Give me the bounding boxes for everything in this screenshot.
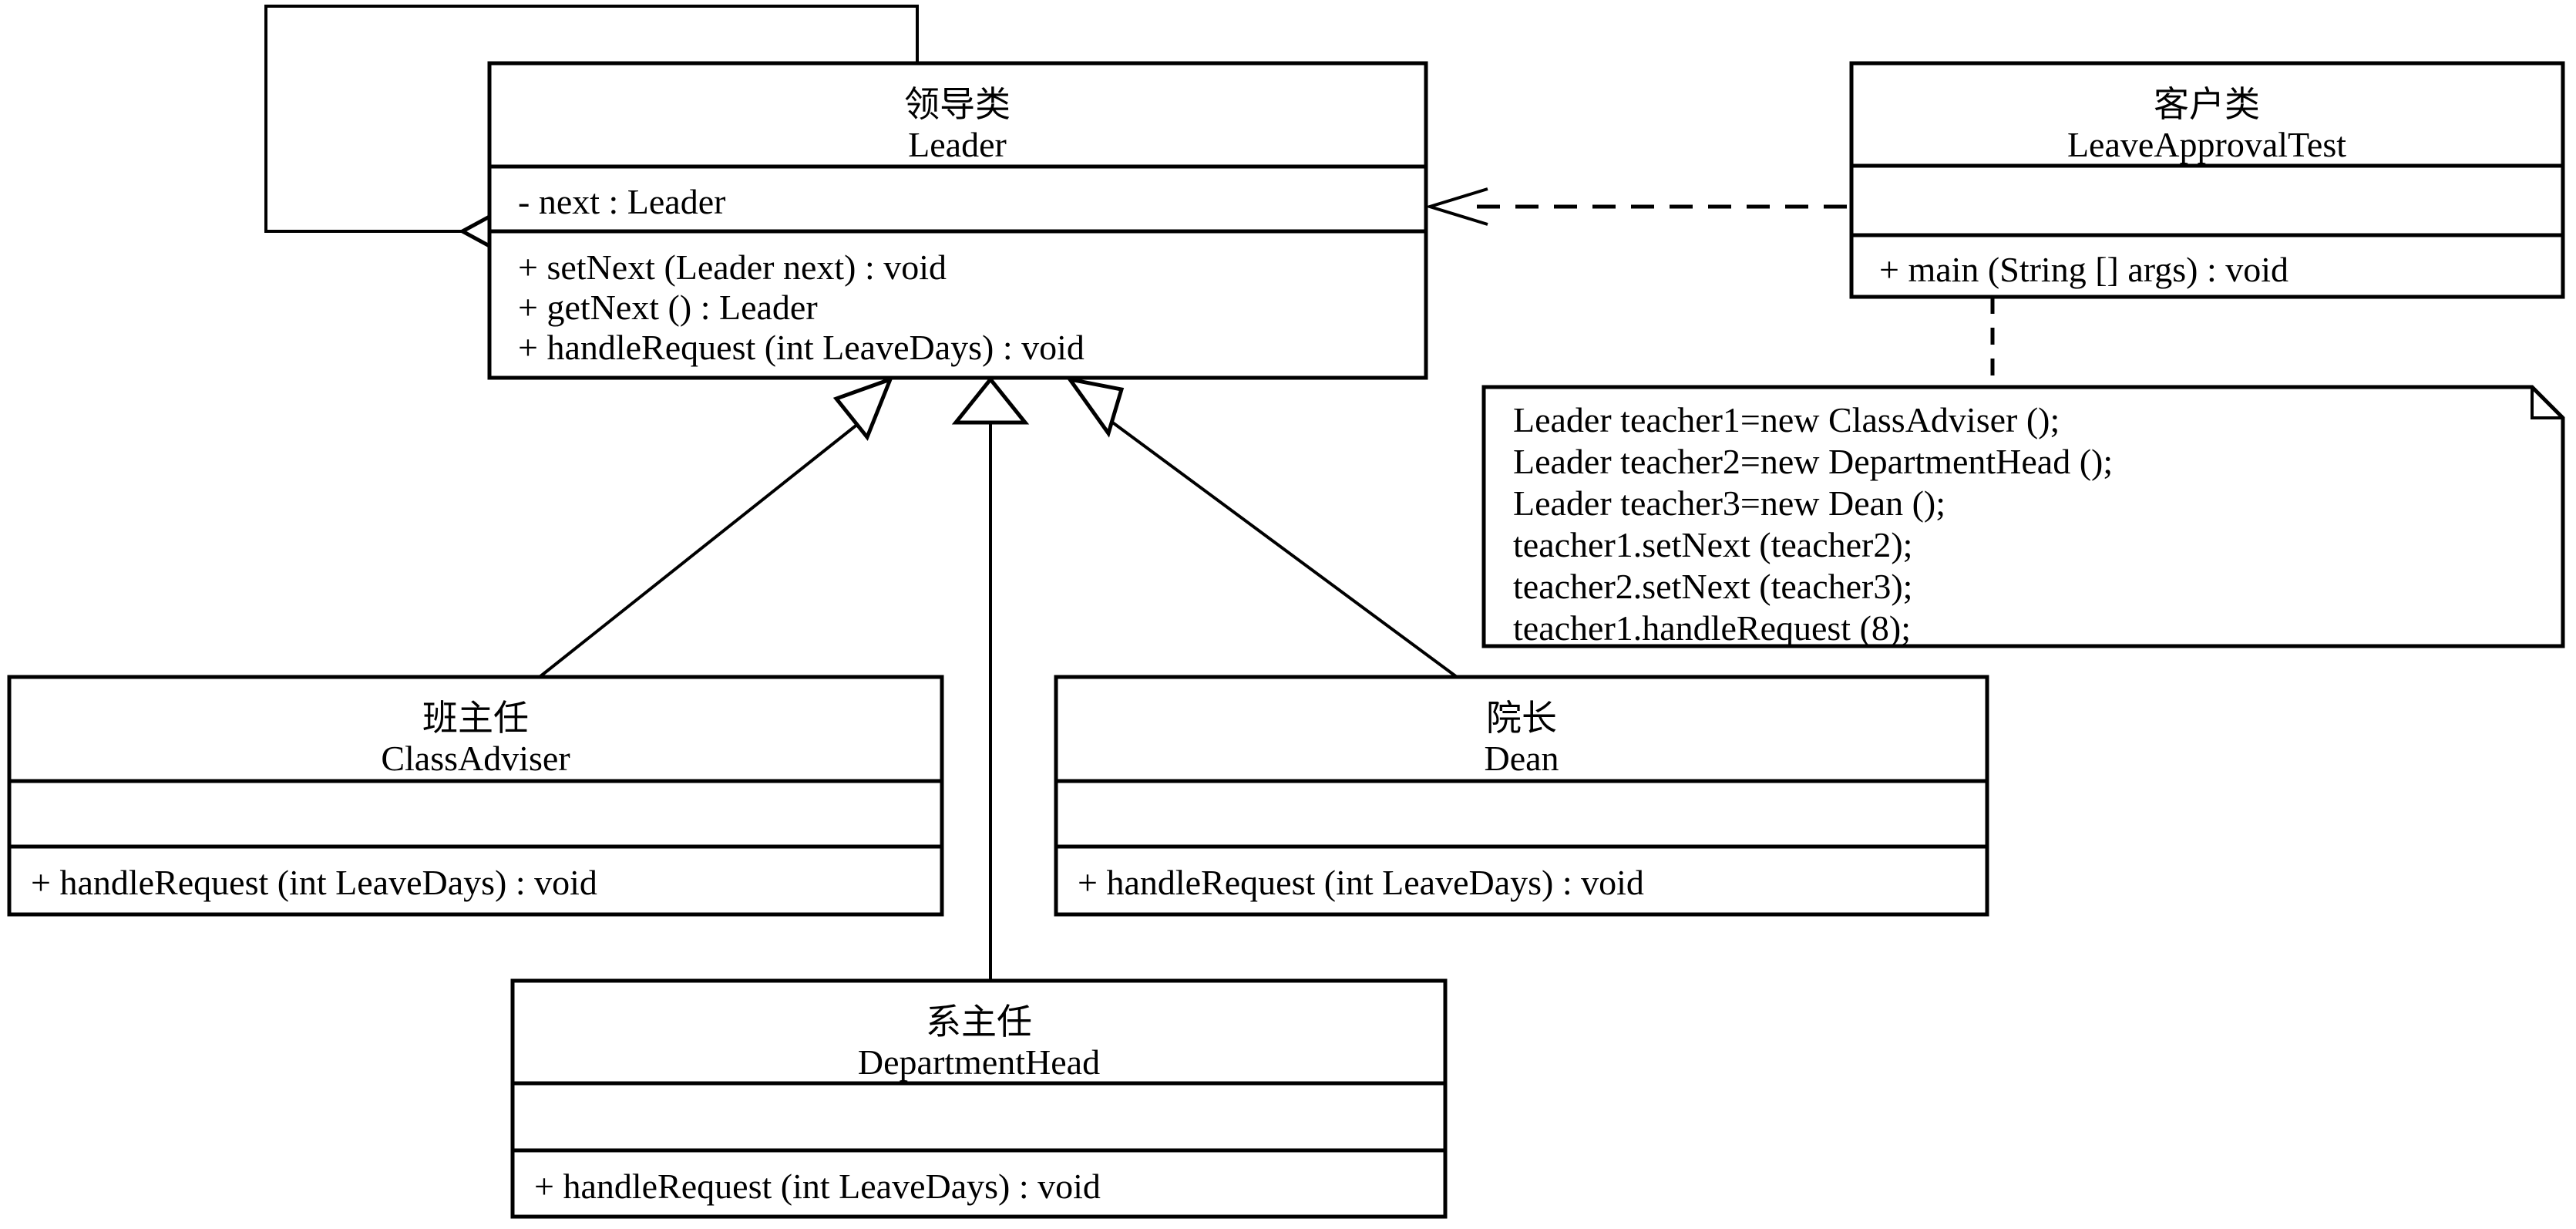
department-head-box-outline xyxy=(510,978,1448,1219)
class-adviser-box-outline xyxy=(7,675,944,917)
leader-operation-0: + setNext (Leader next) : void xyxy=(518,247,947,287)
note-line-2: Leader teacher3=new Dean (); xyxy=(1513,483,1945,523)
dean-stereotype-cn: 院长 xyxy=(1486,697,1557,739)
note-line-4: teacher2.setNext (teacher3); xyxy=(1513,567,1912,606)
generalization-triangle-icon-middle xyxy=(951,376,1030,425)
dean-operation-0: + handleRequest (int LeaveDays) : void xyxy=(1078,863,1644,902)
generalization-triangle-icon-left xyxy=(832,375,894,441)
client-class-name: LeaveApprovalTest xyxy=(2067,125,2346,164)
leader-stereotype-cn: 领导类 xyxy=(904,83,1011,125)
client-stereotype-cn: 客户类 xyxy=(2154,83,2260,125)
dean-class-name: Dean xyxy=(1484,739,1559,778)
generalization-triangle-icon-right xyxy=(1065,376,1125,438)
class-box-leader[interactable]: 领导类 Leader - next : Leader + setNext (Le… xyxy=(487,61,1428,380)
department-head-stereotype-cn: 系主任 xyxy=(926,1001,1032,1042)
leader-operation-2: + handleRequest (int LeaveDays) : void xyxy=(518,328,1085,367)
note-line-3: teacher1.setNext (teacher2); xyxy=(1513,525,1912,564)
class-adviser-operation-0: + handleRequest (int LeaveDays) : void xyxy=(31,863,597,902)
note-line-1: Leader teacher2=new DepartmentHead (); xyxy=(1513,442,2113,481)
class-adviser-stereotype-cn: 班主任 xyxy=(422,697,529,739)
relationship-generalization-classadviser-leader xyxy=(538,375,894,678)
class-box-client[interactable]: 客户类 LeaveApprovalTest + main (String [] … xyxy=(1849,61,2565,299)
dependency-open-arrow-icon xyxy=(1424,187,1488,226)
department-head-class-name: DepartmentHead xyxy=(858,1042,1100,1082)
note-line-0: Leader teacher1=new ClassAdviser (); xyxy=(1513,400,2060,439)
note-line-5: teacher1.handleRequest (8); xyxy=(1513,608,1911,648)
class-box-dean[interactable]: 院长 Dean + handleRequest (int LeaveDays) … xyxy=(1054,675,1989,917)
class-adviser-class-name: ClassAdviser xyxy=(381,739,570,778)
relationship-generalization-dean-leader xyxy=(1065,376,1458,678)
department-head-operation-0: + handleRequest (int LeaveDays) : void xyxy=(534,1167,1101,1206)
client-operation-0: + main (String [] args) : void xyxy=(1879,250,2288,289)
client-box-outline xyxy=(1849,61,2565,299)
class-box-class-adviser[interactable]: 班主任 ClassAdviser + handleRequest (int Le… xyxy=(7,675,944,917)
relationship-dependency-client-leader xyxy=(1424,187,1847,226)
note-folded-corner-icon xyxy=(2531,387,2563,419)
relationship-generalization-departmenthead-leader xyxy=(951,376,1030,981)
leader-box-outline xyxy=(487,61,1428,380)
class-box-department-head[interactable]: 系主任 DepartmentHead + handleRequest (int … xyxy=(510,978,1448,1219)
leader-class-name: Leader xyxy=(908,125,1007,164)
leader-attribute-0: - next : Leader xyxy=(518,182,725,221)
note-outline xyxy=(1481,385,2565,648)
note-code-snippet: Leader teacher1=new ClassAdviser (); Lea… xyxy=(1481,385,2565,648)
leader-operation-1: + getNext () : Leader xyxy=(518,288,818,327)
dean-box-outline xyxy=(1054,675,1989,917)
